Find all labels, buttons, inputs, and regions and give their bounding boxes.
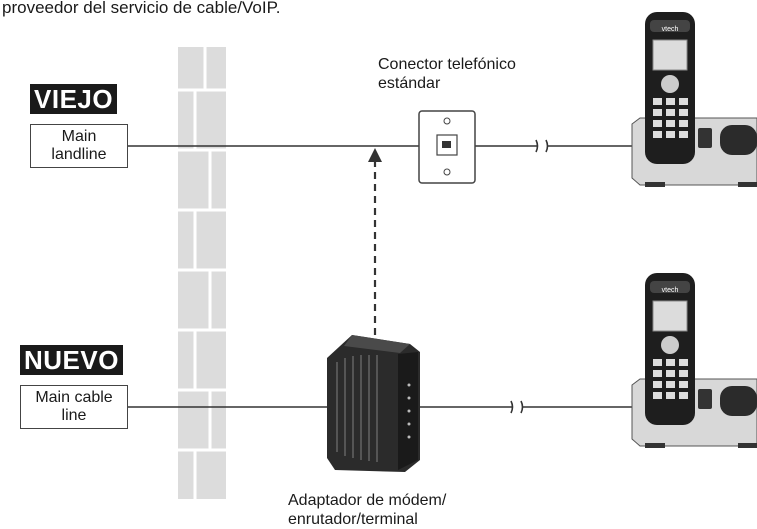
- modem-label: Adaptador de módem/ enrutador/terminal: [288, 491, 446, 529]
- phone-brand-logo: vtech: [662, 26, 679, 33]
- modem-label-line1: Adaptador de módem/: [288, 492, 447, 509]
- phone-icon: [631, 12, 757, 187]
- old-label: VIEJO: [30, 84, 118, 114]
- phone-icon: [631, 273, 757, 448]
- connection-arrow: [368, 148, 382, 335]
- old-landline-wire: [127, 139, 633, 153]
- new-line-label: Main cable line: [20, 385, 128, 429]
- new-line-label-line2: line: [61, 407, 87, 424]
- jack-label-line2: estándar: [378, 75, 441, 92]
- phone-jack: [418, 110, 476, 184]
- new-line-label-line1: Main cable: [35, 389, 113, 406]
- old-line-label: Main landline: [30, 124, 128, 168]
- old-line-label-line1: Main: [61, 128, 97, 145]
- header-text: proveedor del servicio de cable/VoIP.: [2, 0, 281, 17]
- brick-wall: [178, 47, 226, 499]
- jack-label: Conector telefónico estándar: [378, 55, 516, 93]
- old-line-label-line2: landline: [51, 146, 107, 163]
- new-cable-wire: [127, 400, 633, 414]
- modem-label-line2: enrutador/terminal: [288, 511, 418, 528]
- modem-icon: [327, 335, 420, 472]
- new-label: NUEVO: [20, 345, 123, 375]
- jack-label-line1: Conector telefónico: [378, 56, 516, 73]
- phone-brand-logo: vtech: [662, 287, 679, 294]
